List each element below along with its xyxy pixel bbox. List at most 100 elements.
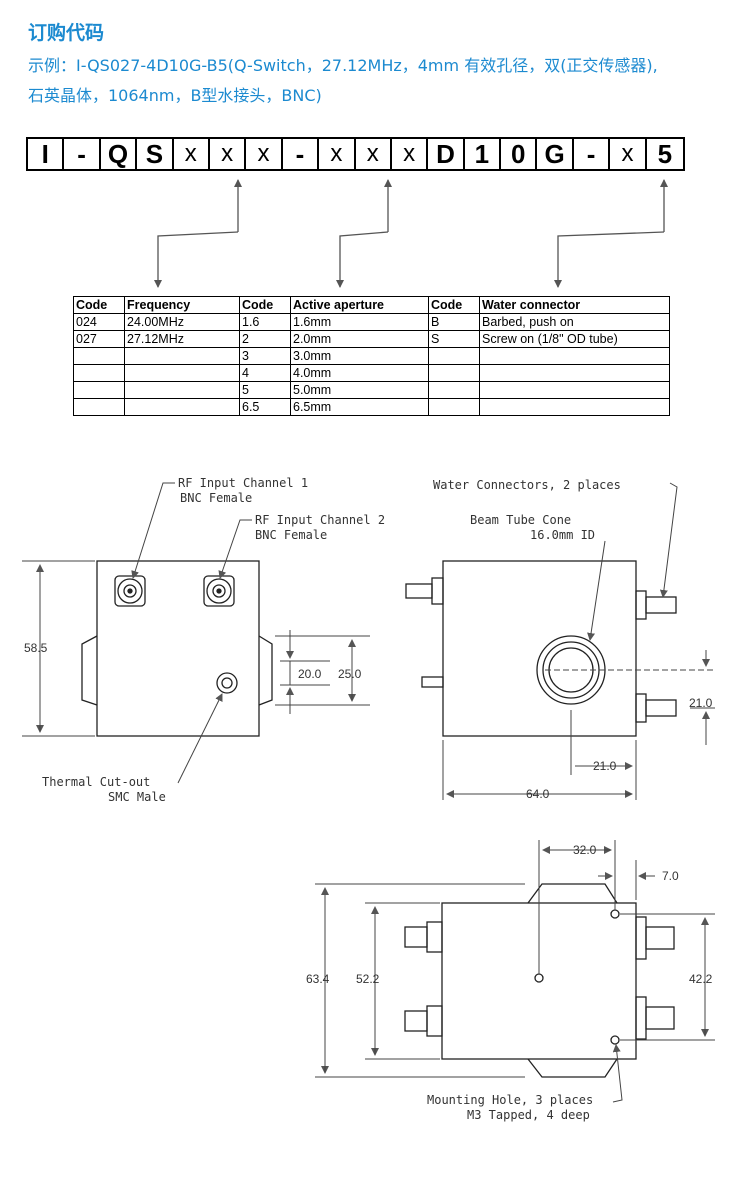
dim-42-2: 42.2 — [689, 972, 713, 986]
top-labels: Mounting Hole, 3 places M3 Tapped, 4 dee… — [427, 1093, 593, 1122]
label-rf-input-1: RF Input Channel 1 — [178, 476, 308, 490]
front-body — [96, 560, 260, 737]
label-rf-input-2: RF Input Channel 2 — [255, 513, 385, 527]
leader-aperture-down — [336, 231, 389, 288]
front-dimensions — [22, 560, 370, 737]
top-water-1-barb — [645, 926, 675, 950]
top-bnc-1-tip — [404, 926, 428, 948]
side-bnc-stub — [431, 577, 444, 605]
dim-25-0: 25.0 — [338, 667, 362, 681]
water-port-1-barb — [645, 596, 677, 614]
label-beam-tube-sub: 16.0mm ID — [530, 528, 595, 542]
code-box-10: x — [392, 139, 429, 169]
front-dim-labels: 58.5 20.0 25.0 — [24, 641, 362, 681]
mount-hole-1 — [610, 909, 620, 919]
code-box-0: I — [28, 139, 65, 169]
spec-table-cell — [479, 398, 670, 416]
dim-52-2: 52.2 — [356, 972, 380, 986]
bnc-1-inner — [123, 584, 137, 598]
front-left-flange — [81, 635, 98, 706]
spec-table: Code Frequency Code Active aperture Code… — [73, 296, 670, 416]
example-line-2: 石英晶体，1064nm，B型水接头，BNC) — [28, 86, 322, 105]
top-dim-labels: 32.0 7.0 63.4 52.2 42.2 — [306, 843, 713, 986]
code-box-8: x — [319, 139, 356, 169]
dim-21-0-v: 21.0 — [689, 696, 713, 710]
label-beam-tube: Beam Tube Cone — [470, 513, 571, 527]
smc-outer — [216, 672, 238, 694]
top-water-2-barb — [645, 1006, 675, 1030]
spec-table-cell: 6.5mm — [290, 398, 429, 416]
code-leader-arrows — [154, 179, 668, 288]
label-thermal-2: SMC Male — [108, 790, 166, 804]
top-dimensions — [315, 840, 715, 1103]
side-leaders — [442, 482, 715, 800]
dim-58-5: 58.5 — [24, 641, 48, 655]
side-labels: Water Connectors, 2 places Beam Tube Con… — [433, 478, 621, 542]
header-active-aperture: Active aperture — [290, 296, 429, 314]
smc-inner — [221, 677, 233, 689]
example-line-1: 示例：I-QS027-4D10G-B5(Q-Switch，27.12MHz，4m… — [28, 56, 658, 75]
dim-63-4: 63.4 — [306, 972, 330, 986]
code-box-5: x — [210, 139, 247, 169]
code-box-14: G — [537, 139, 574, 169]
spec-table-cell: 1.6mm — [290, 313, 429, 331]
side-dim-labels: 21.0 21.0 64.0 — [526, 696, 713, 801]
front-leaders — [131, 482, 252, 784]
side-smc-stub — [421, 676, 444, 688]
label-mounting-hole-sub: M3 Tapped, 4 deep — [467, 1108, 590, 1122]
ordering-code-title: 订购代码 — [28, 22, 105, 44]
water-port-1-base — [635, 590, 647, 620]
dim-64-0: 64.0 — [526, 787, 550, 801]
spec-table-cell: 2.0mm — [290, 330, 429, 348]
code-box-1: - — [64, 139, 101, 169]
front-labels: RF Input Channel 1 BNC Female RF Input C… — [42, 476, 385, 804]
dim-21-0-h: 21.0 — [593, 759, 617, 773]
water-port-2-barb — [645, 699, 677, 717]
top-bnc-2-tip — [404, 1010, 428, 1032]
label-rf-input-2-sub: BNC Female — [255, 528, 327, 542]
spec-table-cell: 27.12MHz — [124, 330, 240, 348]
label-thermal-1: Thermal Cut-out — [42, 775, 150, 789]
front-view — [81, 560, 273, 737]
side-bnc-tip — [405, 583, 433, 599]
code-box-12: 1 — [465, 139, 502, 169]
header-water-connector: Water connector — [479, 296, 670, 314]
code-box-3: S — [137, 139, 174, 169]
bnc-2-outer — [206, 578, 232, 604]
top-lower-flange — [527, 1058, 618, 1078]
code-box-11: D — [428, 139, 465, 169]
leader-water-down — [554, 231, 665, 288]
bnc-1-flange — [114, 575, 146, 607]
code-box-15: - — [574, 139, 611, 169]
code-box-7: - — [283, 139, 320, 169]
label-water-connectors: Water Connectors, 2 places — [433, 478, 621, 492]
label-rf-input-1-sub: BNC Female — [180, 491, 252, 505]
code-box-2: Q — [101, 139, 138, 169]
bnc-2-pin — [216, 588, 222, 594]
leader-frequency-down — [154, 231, 239, 288]
mount-hole-3 — [610, 1035, 620, 1045]
code-box-17: 5 — [657, 138, 673, 169]
side-body — [442, 560, 637, 737]
code-box-6: x — [246, 139, 283, 169]
front-right-flange — [258, 635, 273, 706]
bnc-1-pin — [127, 588, 133, 594]
top-water-2-base — [635, 996, 647, 1040]
water-port-2-base — [635, 693, 647, 723]
side-view — [405, 560, 677, 737]
header-code-freq: Code — [73, 296, 125, 314]
code-box-16: x — [610, 139, 647, 169]
code-box-13: 0 — [501, 139, 538, 169]
mount-hole-2 — [534, 973, 544, 983]
spec-table-cell: Screw on (1/8" OD tube) — [479, 330, 670, 348]
header-frequency: Frequency — [124, 296, 240, 314]
code-box-4: x — [174, 139, 210, 169]
code-box-9: x — [356, 139, 392, 169]
top-bnc-1-base — [426, 921, 443, 953]
dim-32-0: 32.0 — [573, 843, 597, 857]
